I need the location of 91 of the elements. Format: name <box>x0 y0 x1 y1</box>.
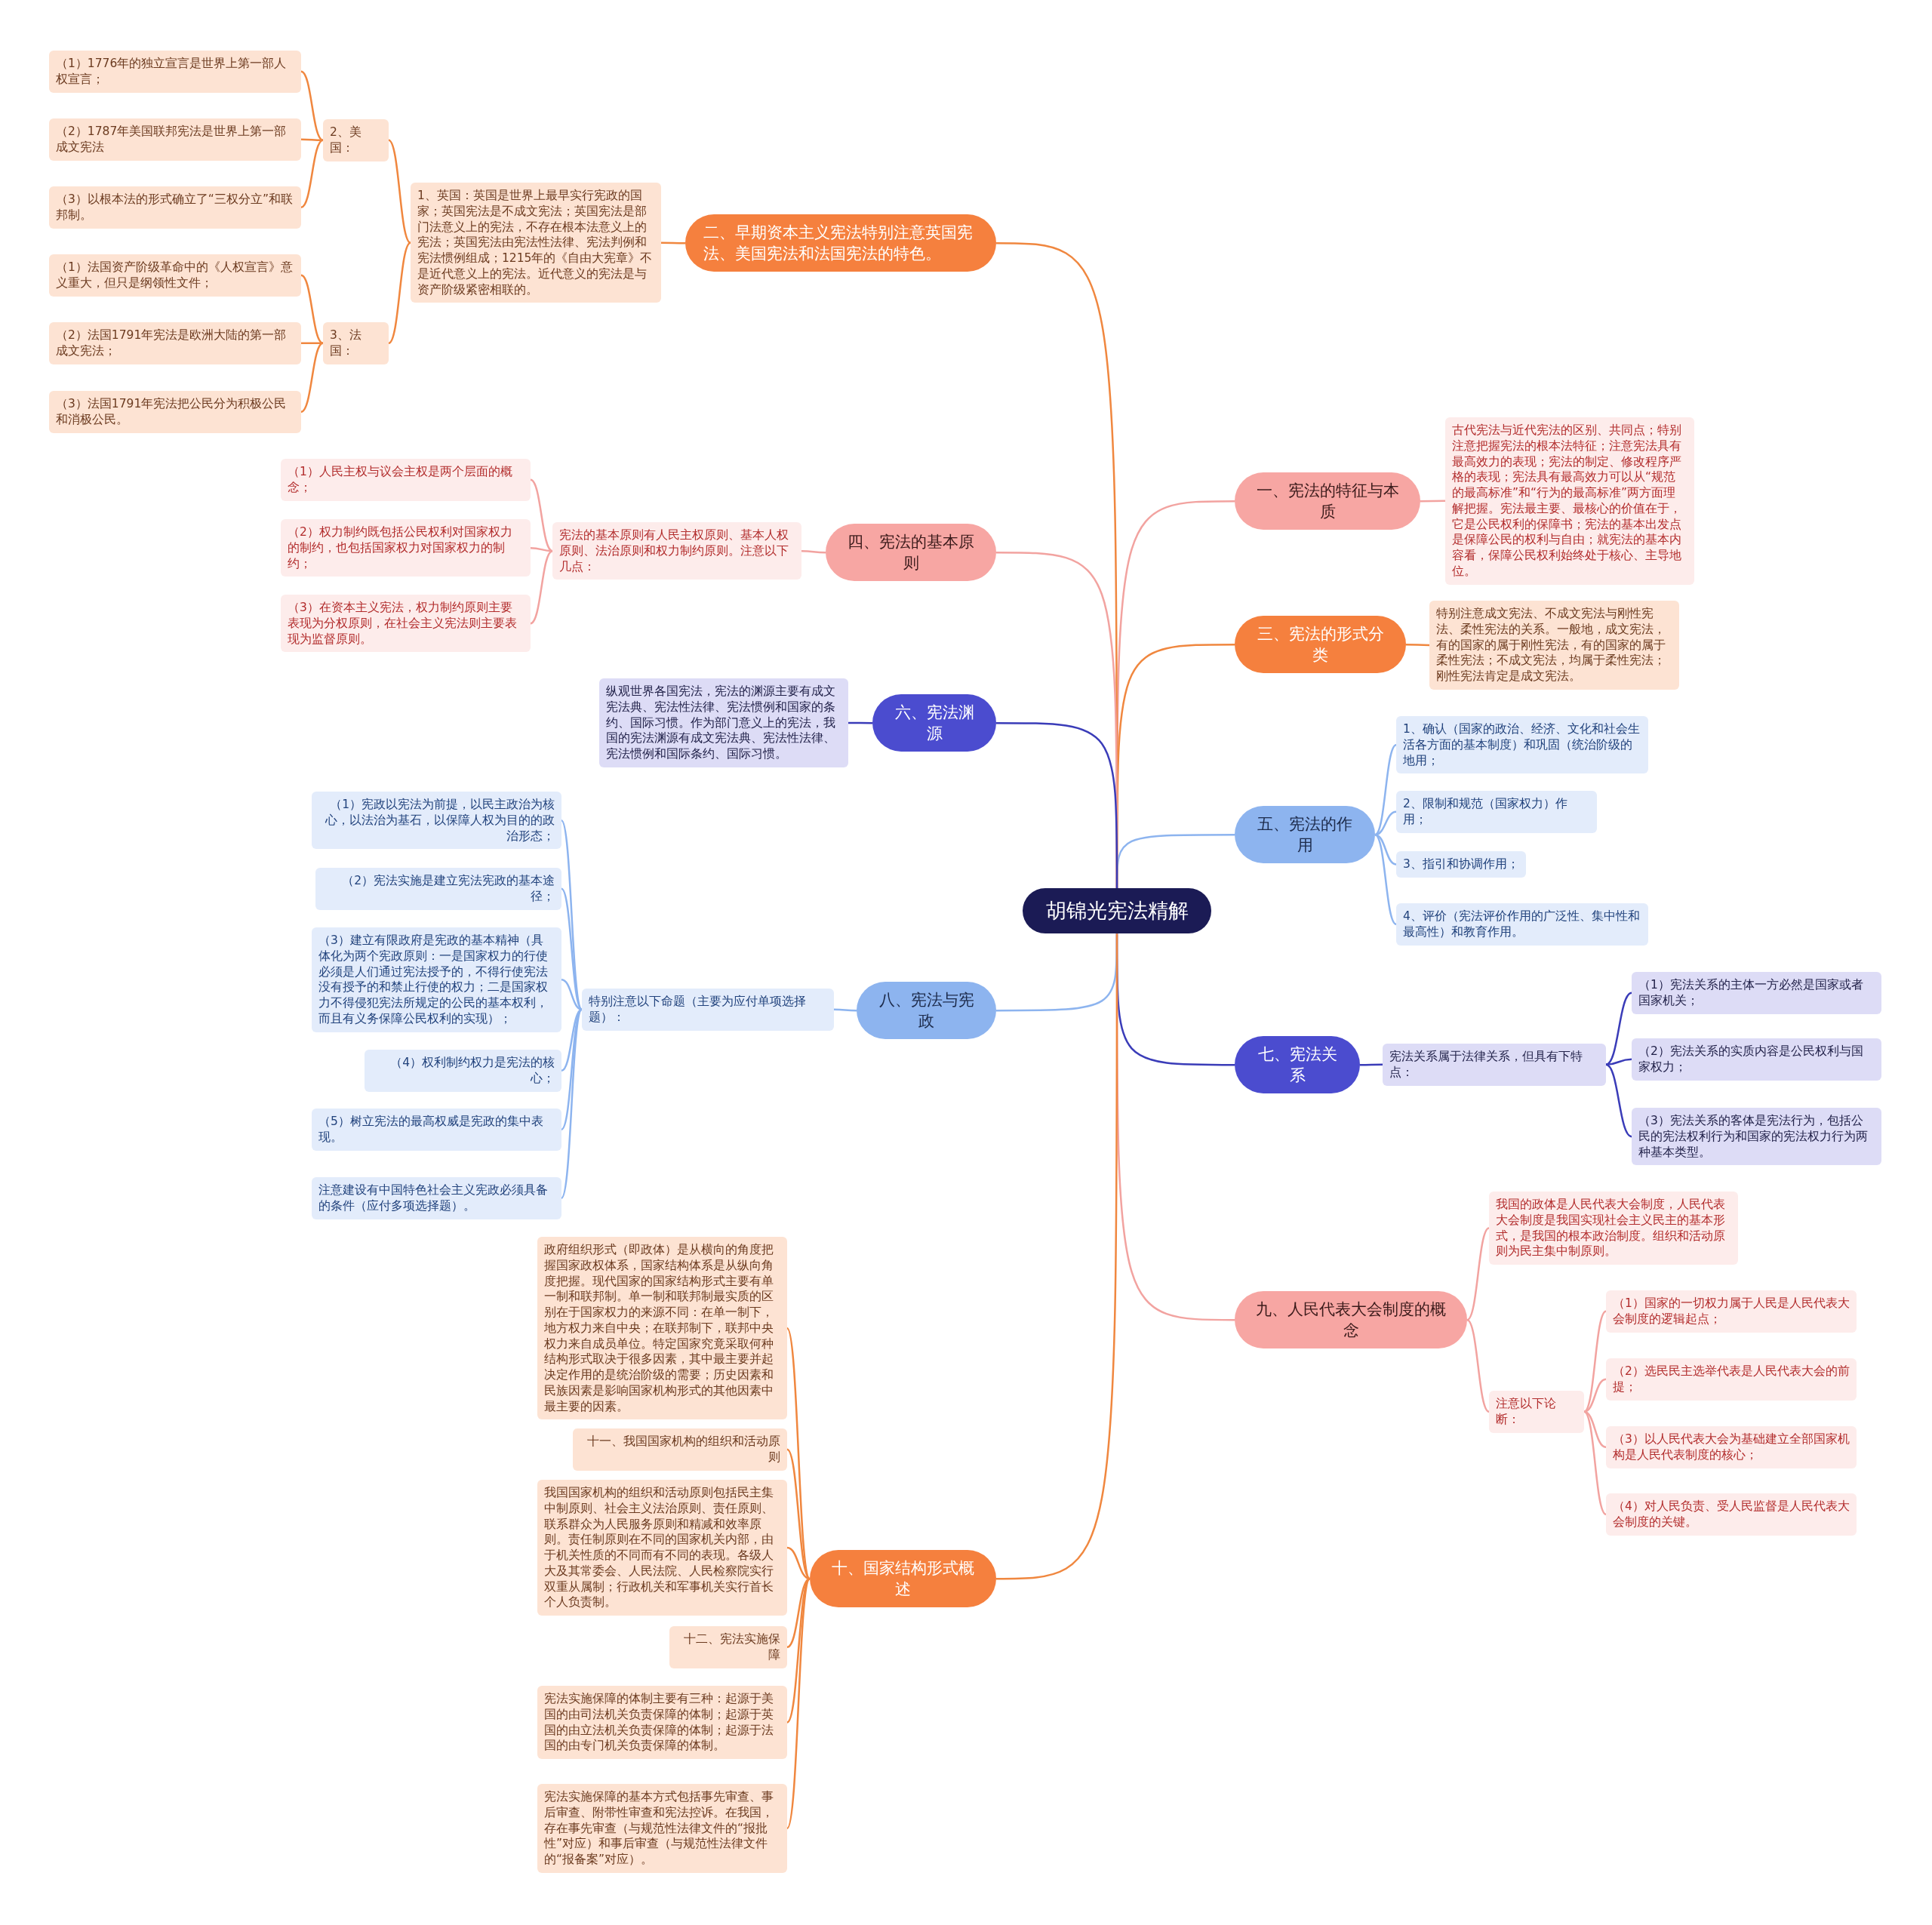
note-card: 1、英国：英国是世界上最早实行宪政的国家；英国宪法是不成文宪法；英国宪法是部门法意义上的宪法，不存在根本法意义上的宪法；英国宪法由宪法性法律、宪法判例和宪法惯例组成；1215年的《自由大宪章》不是近代意义上的宪法。近代意义的宪法是与资产阶级紧密相联的。 <box>411 183 661 303</box>
note-card: 十一、我国国家机构的组织和活动原则 <box>573 1428 787 1471</box>
connector-line <box>300 139 324 208</box>
note-card: （1）人民主权与议会主权是两个层面的概念； <box>281 459 531 501</box>
connector-line <box>530 478 553 552</box>
note-card: （3）在资本主义宪法，权力制约原则主要表现为分权原则，在社会主义宪法则主要表现为监督原则。 <box>281 595 531 653</box>
note-card: 宪法关系属于法律关系，但具有下特点： <box>1383 1044 1606 1086</box>
note-card: 我国的政体是人民代表大会制度，人民代表大会制度是我国实现社会主义民主的基本形式，是我国的根本政治制度。组织和活动原则为民主集中制原则。 <box>1489 1192 1738 1265</box>
note-card: （1）宪法关系的主体一方必然是国家或者国家机关； <box>1632 972 1881 1014</box>
branch-topic: 一、宪法的特征与本质 <box>1235 472 1420 530</box>
note-card: （2）法国1791年宪法是欧洲大陆的第一部成文宪法； <box>49 322 301 364</box>
connector-line <box>786 1578 811 1724</box>
connector-line <box>1360 1063 1383 1066</box>
connector-line <box>1406 643 1429 647</box>
connector-line <box>661 241 685 244</box>
note-card: 3、指引和协调作用； <box>1396 851 1526 878</box>
connector-line <box>1420 500 1445 503</box>
note-card: （4）权利制约权力是宪法的核心； <box>365 1050 561 1092</box>
note-card: （1）国家的一切权力属于人民是人民代表大会制度的逻辑起点； <box>1606 1290 1857 1333</box>
note-card: 政府组织形式（即政体）是从横向的角度把握国家政权体系，国家结构体系是从纵向角度把握。现代国家的国家结构形式主要有单一制和联邦制。单一制和联邦制最实质的区别在于国家权力的来源不同：在单一制下，地方权力来自中央；在联邦制下，联邦中央权力来自成员单位。特定国家究竟采取何种结构形式取决于很多因素，其中最主要并起决定作用的是统治阶级的需要；历史因素和民族因素是影响国家机构形式的其他因素中最主要的因素。 <box>537 1237 787 1420</box>
note-card: 3、法国： <box>323 322 389 364</box>
note-card: （4）对人民负责、受人民监督是人民代表大会制度的关键。 <box>1606 1493 1857 1536</box>
branch-topic: 六、宪法渊源 <box>872 694 996 752</box>
note-card: （5）树立宪法的最高权威是宪政的集中表现。 <box>312 1109 561 1151</box>
connector-line <box>848 721 872 724</box>
connector-line <box>300 70 324 141</box>
note-card: （2）选民民主选举代表是人民代表大会的前提； <box>1606 1358 1857 1401</box>
connector-line <box>388 139 411 244</box>
connector-line <box>560 1009 583 1199</box>
note-card: 古代宪法与近代宪法的区别、共同点；特别注意把握宪法的根本法特征；注意宪法具有最高效力的表现；宪法的制定、修改程序严格的表现；宪法具有最高效力可以从“规范的最高标准”和“行为的最高标准”两方面理解把握。宪法最主要、最核心的价值在于，它是公民权利的保障书；宪法的基本出发点是保障公民的权利与自由；就宪法的基本内容看，保障公民权利始终处于核心、主导地位。 <box>1445 417 1694 585</box>
connector-line <box>1605 992 1632 1066</box>
branch-topic: 五、宪法的作用 <box>1235 806 1375 864</box>
note-card: （1）宪政以宪法为前提，以民主政治为核心，以法治为基石，以保障人权为目的的政治形态； <box>312 792 561 850</box>
connector-line <box>996 721 1118 888</box>
branch-topic: 十、国家结构形式概述 <box>810 1550 996 1608</box>
connector-line <box>530 550 553 625</box>
central-topic: 胡锦光宪法精解 <box>1023 888 1211 934</box>
connector-line <box>561 979 583 1010</box>
connector-line <box>1605 1058 1632 1066</box>
connector-line <box>996 933 1118 1580</box>
connector-line <box>1466 1227 1490 1321</box>
connector-line <box>834 1008 857 1012</box>
connector-line <box>1583 1410 1607 1448</box>
connector-line <box>300 342 324 413</box>
note-card: 特别注意成文宪法、不成文宪法与刚性宪法、柔性宪法的关系。一般地，成文宪法，有的国家的属于刚性宪法，有的国家的属于柔性宪法；不成文宪法，均属于柔性宪法；刚性宪法肯定是成文宪法。 <box>1429 601 1679 690</box>
connector-line <box>300 274 324 344</box>
note-card: 4、评价（宪法评价作用的广泛性、集中性和最高性）和教育作用。 <box>1396 903 1648 946</box>
connector-line <box>786 1448 811 1580</box>
note-card: （2）宪法关系的实质内容是公民权利与国家权力； <box>1632 1038 1881 1081</box>
note-card: 我国国家机构的组织和活动原则包括民主集中制原则、社会主义法治原则、责任原则、联系群众为人民服务原则和精减和效率原则。责任制原则在不同的国家机关内部，由于机关性质的不同而有不同的表现。各级人大及其常委会、人民法院、人民检察院实行双重从属制；行政机关和军事机关实行首长个人负责制。 <box>537 1480 787 1616</box>
note-card: 宪法实施保障的基本方式包括事先审查、事后审查、附带性审查和宪法控诉。在我国，存在事先审查（与规范性法律文件的“报批性”对应）和事后审查（与规范性法律文件的“报备案”对应）。 <box>537 1784 787 1873</box>
connector-line <box>388 241 411 344</box>
note-card: 宪法的基本原则有人民主权原则、基本人权原则、法治原则和权力制约原则。注意以下几点： <box>552 522 801 580</box>
note-card: 特别注意以下命题（主要为应付单项选择题）： <box>582 989 834 1031</box>
connector-line <box>561 887 583 1010</box>
note-card: 纵观世界各国宪法，宪法的渊源主要有成文宪法典、宪法性法律、宪法惯例和国家的条约、国际习惯。作为部门意义上的宪法，我国的宪法渊源有成文宪法典、宪法性法律、宪法惯例和国际条约、国际习惯。 <box>599 678 848 767</box>
connector-line <box>1583 1310 1607 1413</box>
branch-topic: 二、早期资本主义宪法特别注意英国宪法、美国宪法和法国宪法的特色。 <box>685 214 996 272</box>
note-card: 2、美国： <box>323 119 389 161</box>
note-card: （3）法国1791年宪法把公民分为积极公民和消极公民。 <box>49 391 301 433</box>
connector-line <box>801 549 826 554</box>
connector-line <box>786 1546 811 1580</box>
connector-line <box>1374 744 1397 836</box>
branch-topic: 九、人民代表大会制度的概念 <box>1235 1291 1467 1349</box>
note-card: （3）宪法关系的客体是宪法行为，包括公民的宪法权利行为和国家的宪法权力行为两种基本类型。 <box>1632 1108 1881 1166</box>
note-card: 注意建设有中国特色社会主义宪政必须具备的条件（应付多项选择题）。 <box>312 1177 561 1219</box>
note-card: （3）以人民代表大会为基础建立全部国家机构是人民代表制度的核心； <box>1606 1426 1857 1468</box>
branch-topic: 七、宪法关系 <box>1235 1036 1360 1094</box>
note-card: （3）建立有限政府是宪政的基本精神（具体化为两个宪政原则：一是国家权力的行使必须是人们通过宪法授予的，不得行使宪法没有授予的和禁止行使的权力；二是国家权力不得侵犯宪法所规定的公民的基本权利，而且有义务保障公民权利的实现）； <box>312 927 561 1032</box>
note-card: （1）法国资产阶级革命中的《人权宣言》意义重大，但只是纲领性文件； <box>49 254 301 297</box>
note-card: 注意以下论断： <box>1489 1391 1584 1433</box>
connector-line <box>301 138 323 141</box>
note-card: （3）以根本法的形式确立了“三权分立”和联邦制。 <box>49 186 301 229</box>
note-card: 宪法实施保障的体制主要有三种：起源于美国的由司法机关负责保障的体制；起源于英国的由立法机关负责保障的体制；起源于法国的由专门机关负责保障的体制。 <box>537 1686 787 1760</box>
connector-line <box>786 1578 811 1829</box>
connector-line <box>786 1327 811 1579</box>
note-card: （2）宪法实施是建立宪法宪政的基本途径； <box>315 868 561 910</box>
branch-topic: 四、宪法的基本原则 <box>826 524 996 582</box>
branch-topic: 三、宪法的形式分类 <box>1235 616 1406 674</box>
note-card: 1、确认（国家的政治、经济、文化和社会生活各方面的基本制度）和巩固（统治阶级的地用； <box>1396 716 1648 774</box>
connector-line <box>1466 1319 1490 1413</box>
note-card: 2、限制和规范（国家权力）作用； <box>1396 791 1597 833</box>
note-card: （2）权力制约既包括公民权利对国家权力的制约，也包括国家权力对国家权力的制约； <box>281 519 531 577</box>
branch-topic: 八、宪法与宪政 <box>857 982 996 1040</box>
note-card: 十二、宪法实施保障 <box>669 1626 787 1668</box>
note-card: （1）1776年的独立宣言是世界上第一部人权宣言； <box>49 51 301 93</box>
connector-line <box>1605 1063 1632 1138</box>
connector-line <box>1374 834 1397 925</box>
connector-line <box>301 342 323 344</box>
connector-line <box>1583 1410 1607 1515</box>
note-card: （2）1787年美国联邦宪法是世界上第一部成文宪法 <box>49 118 301 161</box>
